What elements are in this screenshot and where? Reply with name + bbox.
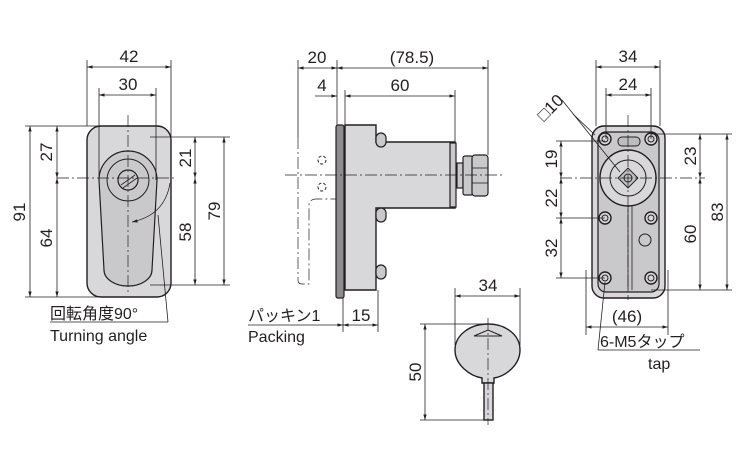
dim-21: 21 (176, 149, 195, 168)
key-view: 34 50 (406, 276, 521, 425)
dim-24: 24 (619, 75, 638, 94)
m5-tap-jp: 6-M5タップ (600, 333, 684, 351)
dim-83: 83 (708, 203, 727, 222)
front-view: 42 30 91 27 64 21 58 79 回転角度90° Turning … (10, 47, 230, 345)
dim-46: (46) (612, 307, 642, 326)
turning-arrow-icon (131, 182, 171, 223)
dim-78-5: (78.5) (390, 48, 434, 67)
dim-60-rear: 60 (681, 225, 700, 244)
nut (471, 154, 489, 197)
packing-en: Packing (248, 329, 305, 346)
side-view: 20 (78.5) 4 60 15 パッキン1 Packing (248, 48, 505, 346)
dim-27: 27 (37, 143, 56, 162)
dim-19: 19 (542, 150, 561, 169)
rear-view: 34 24 19 22 32 23 60 83 (46) □10 6-M5タップ… (533, 47, 732, 373)
lock-body-side (344, 124, 456, 291)
dim-32: 32 (542, 239, 561, 258)
dim-22: 22 (542, 189, 561, 208)
dim-4: 4 (317, 76, 326, 95)
dim-42: 42 (120, 47, 139, 66)
key-ring-hole (473, 329, 503, 337)
dim-key-50: 50 (406, 363, 425, 382)
turning-angle-jp: 回転角度90° (50, 305, 138, 323)
packing-jp: パッキン1 (248, 308, 321, 325)
dim-key-34: 34 (479, 276, 498, 295)
key-blade (483, 382, 494, 421)
dim-91: 91 (10, 203, 29, 222)
dim-20: 20 (308, 48, 327, 67)
dim-64: 64 (37, 229, 56, 248)
dim-79: 79 (205, 202, 224, 221)
dim-60: 60 (391, 76, 410, 95)
dim-15: 15 (352, 306, 371, 325)
key-head (454, 323, 521, 384)
panel-outline (297, 137, 336, 285)
dim-58: 58 (176, 223, 195, 242)
packing-flange (335, 124, 345, 299)
bolt-heads (375, 132, 387, 280)
m5-tap-en: tap (648, 356, 670, 373)
dim-square-10: □10 (533, 91, 567, 125)
dim-34-rear: 34 (619, 47, 638, 66)
turning-angle-en: Turning angle (50, 328, 147, 345)
dim-23: 23 (681, 147, 700, 166)
dim-30: 30 (119, 75, 138, 94)
